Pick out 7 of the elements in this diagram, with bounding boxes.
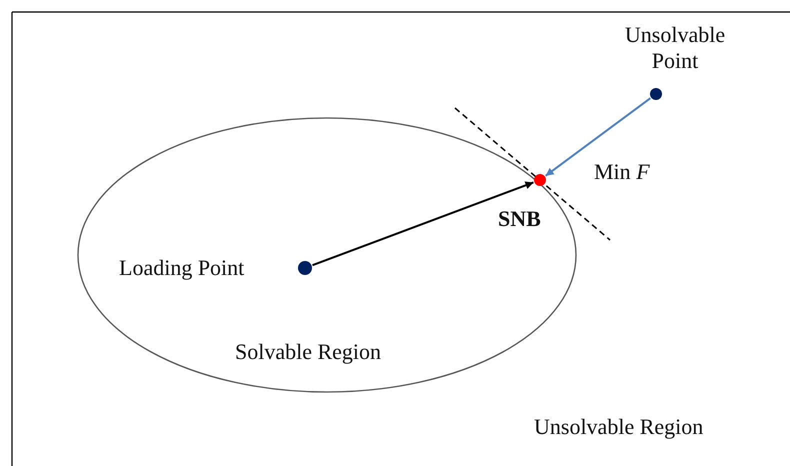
point-label: Loading Point bbox=[119, 255, 244, 281]
arrow bbox=[545, 97, 651, 177]
region-label: Solvable Region bbox=[235, 339, 382, 365]
point-label: SNB bbox=[498, 206, 541, 232]
arrow bbox=[312, 182, 534, 266]
region-label: Unsolvable Region bbox=[534, 414, 704, 440]
point-label: Unsolvable Point bbox=[624, 22, 726, 74]
